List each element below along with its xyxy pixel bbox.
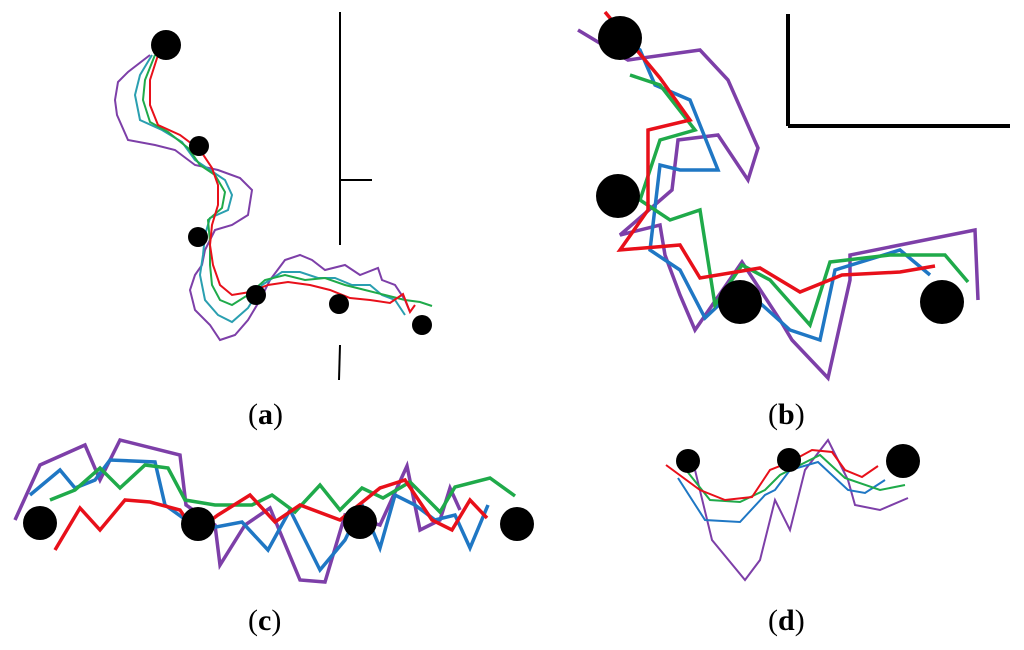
panel-c: (c)	[13, 437, 534, 637]
panel-a: (a)	[113, 12, 433, 431]
marker-dot	[181, 507, 215, 541]
panel-d: (d)	[665, 438, 920, 637]
trajectory-purple	[113, 54, 411, 342]
marker-dot	[329, 294, 349, 314]
trajectory-red	[149, 54, 416, 315]
marker-dot	[343, 505, 377, 539]
panel-a-scale-bar	[338, 12, 372, 381]
panel-b-scale-bar	[786, 14, 1010, 128]
marker-dot	[151, 30, 181, 60]
marker-dot	[412, 315, 432, 335]
marker-dot	[886, 444, 920, 478]
marker-dot	[676, 449, 700, 473]
marker-dot	[596, 174, 640, 218]
trajectory-green	[49, 463, 517, 515]
marker-dot	[188, 227, 208, 247]
trajectory-purple	[577, 28, 980, 382]
marker-dot	[598, 16, 642, 60]
scale-bar-lower	[338, 344, 341, 381]
trajectory-purple	[694, 438, 909, 582]
panel-label-a: (a)	[248, 398, 283, 431]
panel-label-d: (d)	[768, 604, 805, 637]
marker-dot	[23, 506, 57, 540]
trajectory-red	[53, 477, 489, 551]
trajectory-green	[629, 73, 970, 329]
marker-dot	[500, 507, 534, 541]
panel-label-b: (b)	[768, 398, 805, 431]
panel-b: (b)	[577, 10, 1010, 431]
trajectory-green	[141, 54, 433, 307]
trajectory-blue	[677, 460, 886, 524]
panel-label-c: (c)	[248, 604, 281, 637]
marker-dot	[777, 448, 801, 472]
marker-dot	[246, 285, 266, 305]
marker-dot	[718, 280, 762, 324]
marker-dot	[920, 280, 964, 324]
trajectory-red	[603, 10, 936, 294]
marker-dot	[189, 136, 209, 156]
